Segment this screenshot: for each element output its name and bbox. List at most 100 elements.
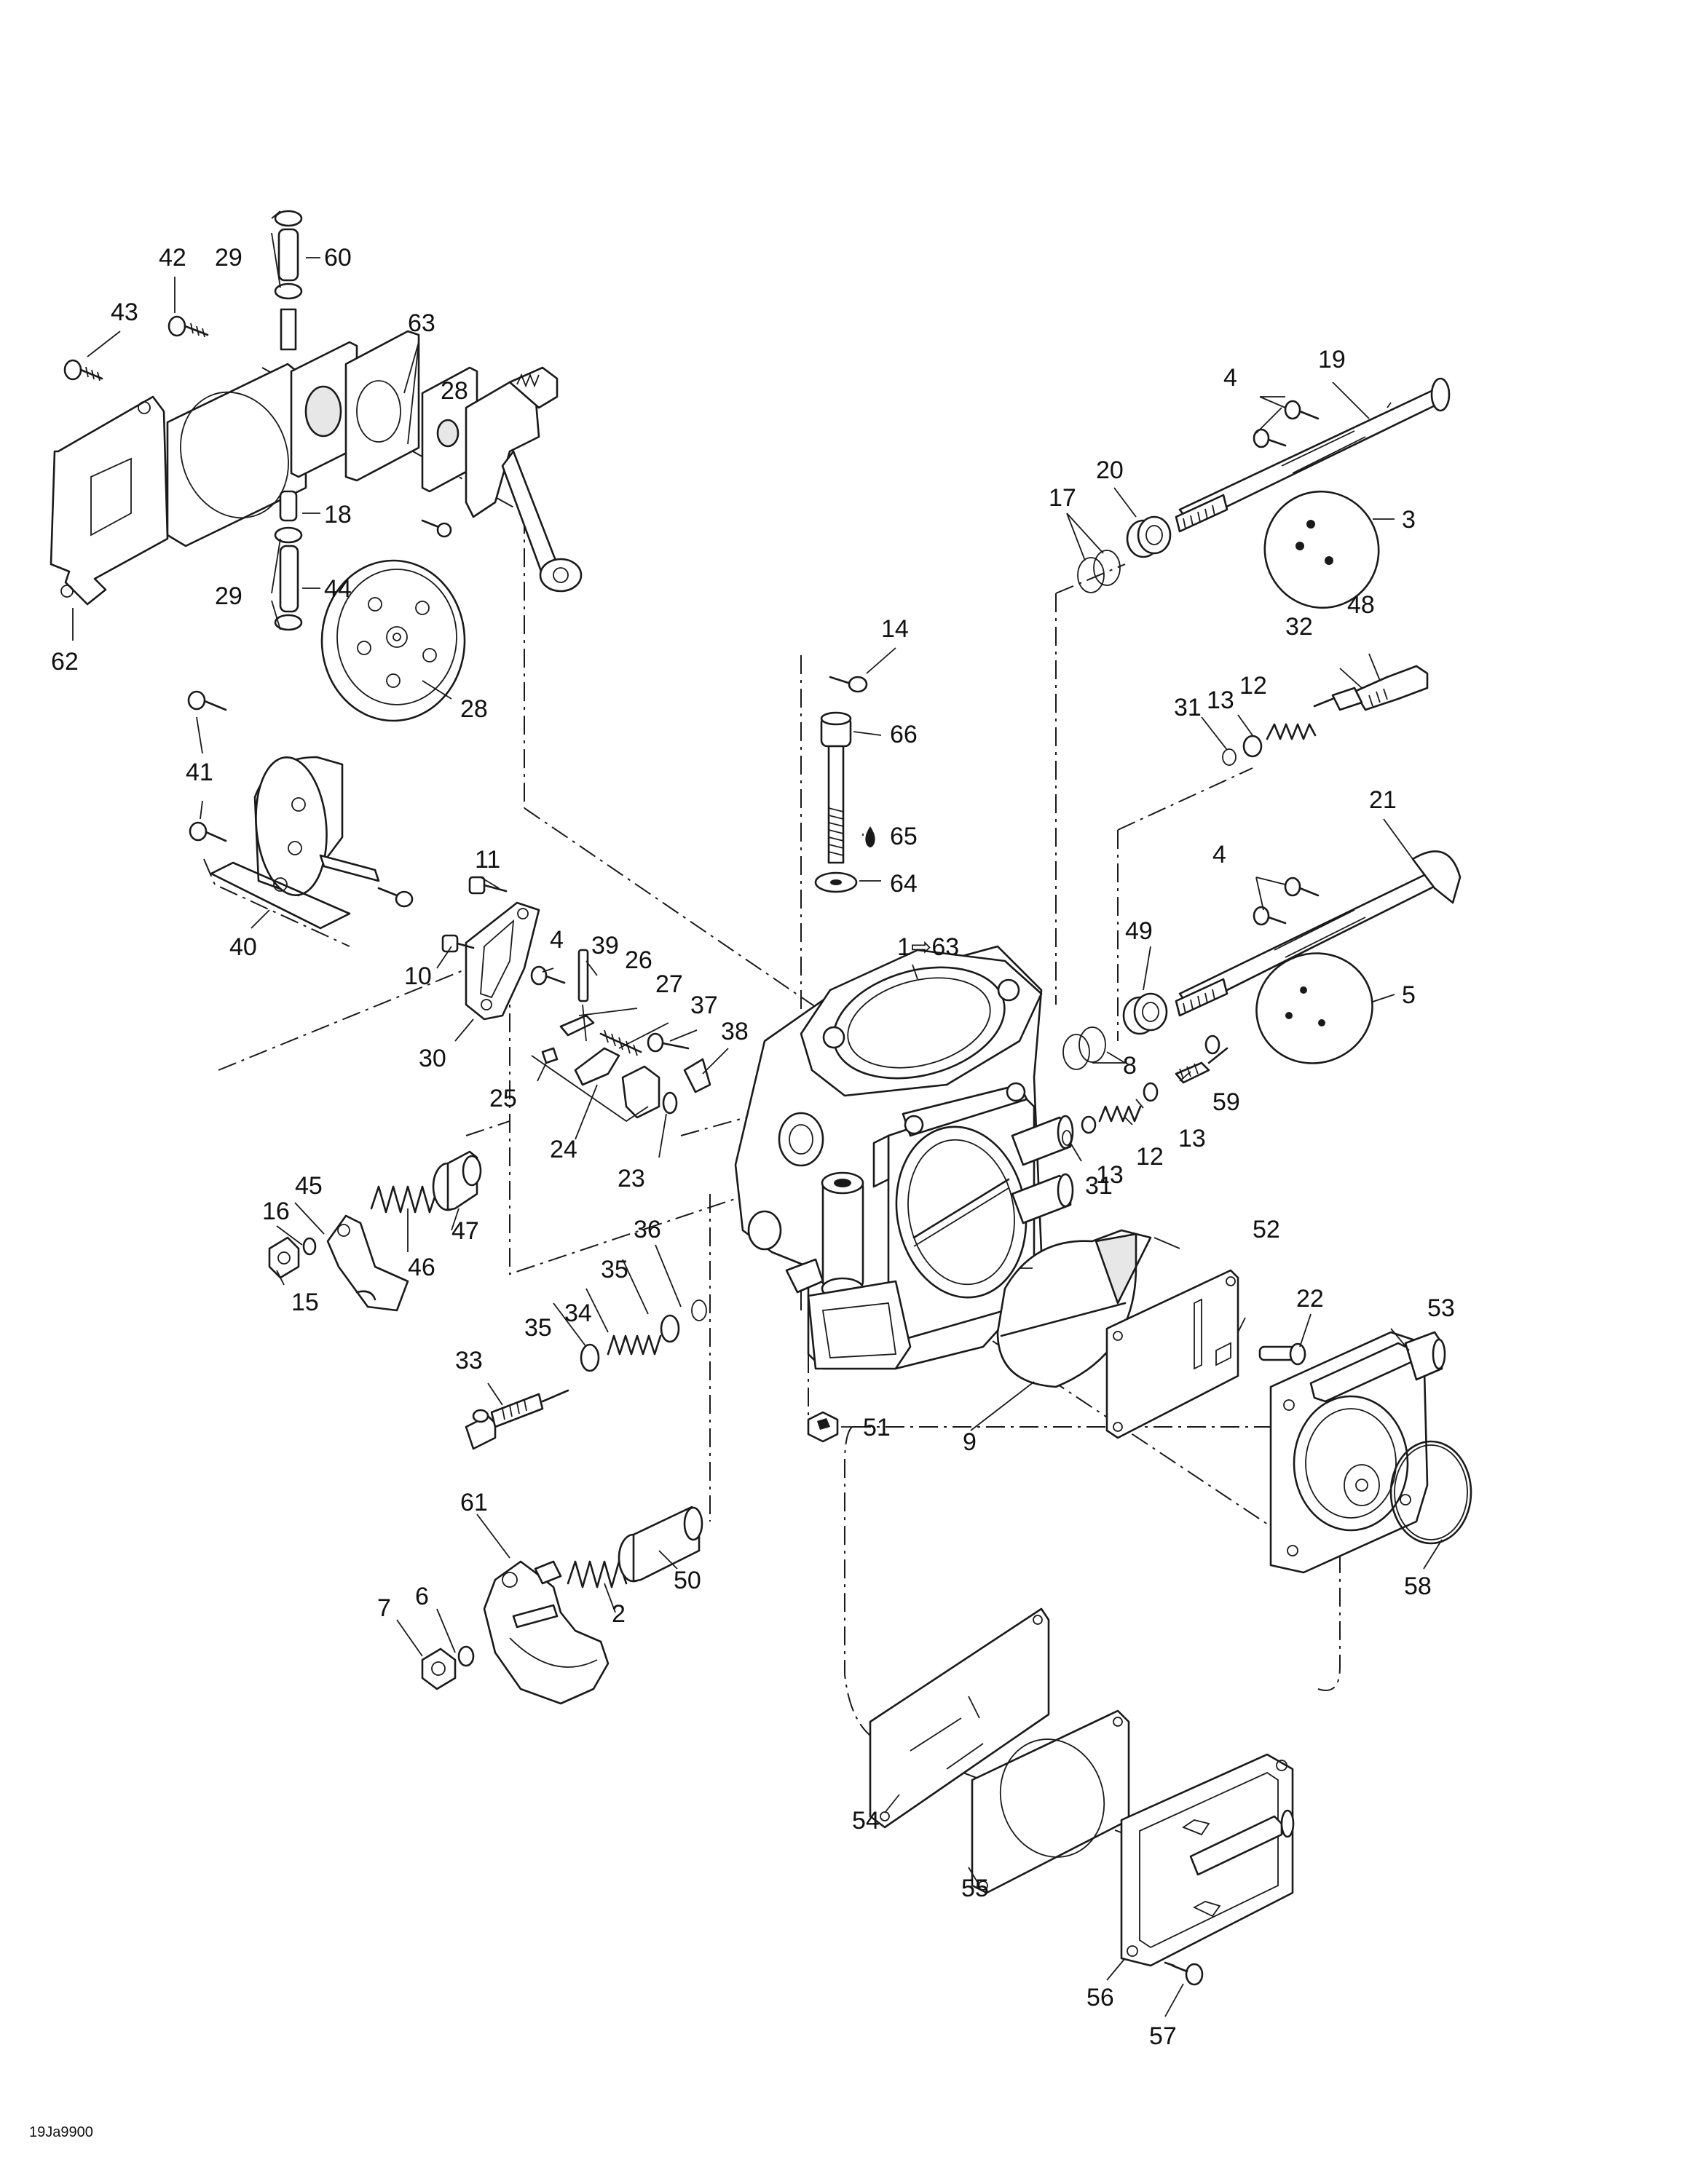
callout-28: 28 bbox=[460, 695, 488, 723]
cover-56 bbox=[1120, 1753, 1295, 1967]
callout-15: 15 bbox=[291, 1289, 319, 1316]
shaft-47 bbox=[432, 1150, 482, 1211]
callout-28-top: 28 bbox=[441, 377, 468, 405]
callout-32: 32 bbox=[1285, 613, 1313, 641]
callout-56: 56 bbox=[1086, 1984, 1114, 2011]
pump-cover-53 bbox=[1269, 1331, 1446, 1574]
screw-43 bbox=[63, 359, 103, 381]
callout-20: 20 bbox=[1096, 456, 1124, 484]
screws-4-right bbox=[1253, 877, 1320, 926]
screws-4-top bbox=[1253, 400, 1320, 448]
screw-33 bbox=[465, 1389, 569, 1450]
spring-34 bbox=[607, 1334, 662, 1356]
callout-57: 57 bbox=[1149, 2022, 1177, 2050]
callout-5: 5 bbox=[1402, 981, 1416, 1009]
nut-51 bbox=[807, 1411, 839, 1443]
callout-64: 64 bbox=[890, 870, 918, 898]
callout-26: 26 bbox=[625, 946, 652, 974]
callout-48: 48 bbox=[1347, 591, 1375, 619]
nut-15 bbox=[268, 1236, 300, 1279]
washer-13-top bbox=[1242, 735, 1263, 758]
callout-29-bottom: 29 bbox=[215, 582, 242, 610]
seat-23 bbox=[621, 1065, 660, 1119]
bolt-66 bbox=[820, 711, 852, 864]
callout-58: 58 bbox=[1404, 1572, 1432, 1600]
callout-4-left: 4 bbox=[550, 926, 564, 954]
clip-25 bbox=[541, 1047, 559, 1064]
callout-9: 9 bbox=[963, 1428, 977, 1456]
screw-10 bbox=[441, 934, 475, 953]
bolt-stack bbox=[814, 676, 875, 893]
callout-10: 10 bbox=[404, 962, 432, 990]
throttle-shaft-19 bbox=[1175, 377, 1451, 533]
washer-6 bbox=[457, 1645, 475, 1667]
callout-41: 41 bbox=[186, 759, 213, 786]
screw-4-left bbox=[530, 965, 566, 986]
callout-2: 2 bbox=[612, 1600, 626, 1628]
drop-icon bbox=[865, 826, 875, 847]
callout-4-right: 4 bbox=[1212, 841, 1226, 869]
washer-13-low bbox=[1081, 1115, 1097, 1134]
spring-12-top bbox=[1266, 723, 1317, 740]
callout-34: 34 bbox=[564, 1299, 592, 1327]
callout-47: 47 bbox=[451, 1217, 479, 1245]
callout-65: 65 bbox=[890, 823, 918, 850]
callout-50: 50 bbox=[674, 1567, 701, 1594]
throttle-plate-5 bbox=[1255, 952, 1373, 1064]
screw-42 bbox=[167, 315, 209, 338]
callout-19: 19 bbox=[1318, 346, 1346, 373]
washer-16 bbox=[302, 1237, 317, 1256]
screw-37 bbox=[647, 1032, 690, 1053]
oring-31-top bbox=[1222, 748, 1237, 766]
oring-36 bbox=[691, 1299, 707, 1321]
callout-59: 59 bbox=[1212, 1088, 1240, 1116]
callout-31-top: 31 bbox=[1174, 694, 1202, 721]
callout-46: 46 bbox=[408, 1254, 435, 1281]
callout-38: 38 bbox=[721, 1018, 749, 1045]
callout-23: 23 bbox=[618, 1165, 645, 1192]
callout-13-right: 13 bbox=[1178, 1125, 1206, 1152]
callout-52: 52 bbox=[1253, 1216, 1280, 1243]
screw-41-bottom bbox=[189, 821, 227, 842]
callout-11: 11 bbox=[475, 846, 500, 874]
gasket-9 bbox=[996, 1229, 1152, 1388]
mixture-screw-parts bbox=[465, 1299, 707, 1450]
throttle-shaft-21 bbox=[1175, 850, 1462, 1017]
callout-61: 61 bbox=[460, 1489, 488, 1516]
screw-14 bbox=[829, 676, 868, 693]
arm-26 bbox=[559, 1014, 595, 1037]
callout-53: 53 bbox=[1427, 1294, 1455, 1322]
washer-35-left bbox=[580, 1343, 600, 1372]
callout-24: 24 bbox=[550, 1136, 577, 1163]
callout-45: 45 bbox=[295, 1172, 323, 1200]
needle-24 bbox=[574, 1047, 620, 1086]
callout-66: 66 bbox=[890, 721, 918, 748]
spring-2 bbox=[567, 1560, 628, 1588]
choke-parts bbox=[268, 1150, 482, 1312]
spring-12-mid bbox=[1098, 1105, 1142, 1123]
callout-63: 63 bbox=[408, 309, 435, 337]
callout-7: 7 bbox=[377, 1594, 391, 1622]
fitting-44 bbox=[279, 545, 299, 613]
callout-17: 17 bbox=[1049, 484, 1076, 512]
callout-1: 1⇨63 bbox=[897, 933, 959, 961]
screw-59 bbox=[1175, 1034, 1228, 1084]
bushing-49 bbox=[1122, 992, 1168, 1035]
needle-valve-parts bbox=[531, 949, 711, 1123]
callout-35-right: 35 bbox=[601, 1256, 628, 1283]
diaphragm-52 bbox=[1105, 1269, 1239, 1439]
nut-7 bbox=[421, 1647, 457, 1690]
washer-35-right bbox=[660, 1314, 680, 1343]
washer-64 bbox=[814, 871, 858, 893]
callout-55: 55 bbox=[961, 1875, 989, 1902]
fuel-pump-assembly bbox=[50, 210, 583, 722]
fitting-60 bbox=[277, 228, 299, 282]
callout-36: 36 bbox=[634, 1216, 661, 1243]
callout-6: 6 bbox=[415, 1583, 429, 1610]
screw-48 bbox=[1313, 665, 1429, 711]
callout-43: 43 bbox=[111, 298, 138, 326]
callout-51: 51 bbox=[863, 1414, 891, 1441]
throttle-plate-3 bbox=[1263, 490, 1380, 609]
orings-17 bbox=[1077, 550, 1121, 593]
callout-37: 37 bbox=[690, 992, 718, 1019]
